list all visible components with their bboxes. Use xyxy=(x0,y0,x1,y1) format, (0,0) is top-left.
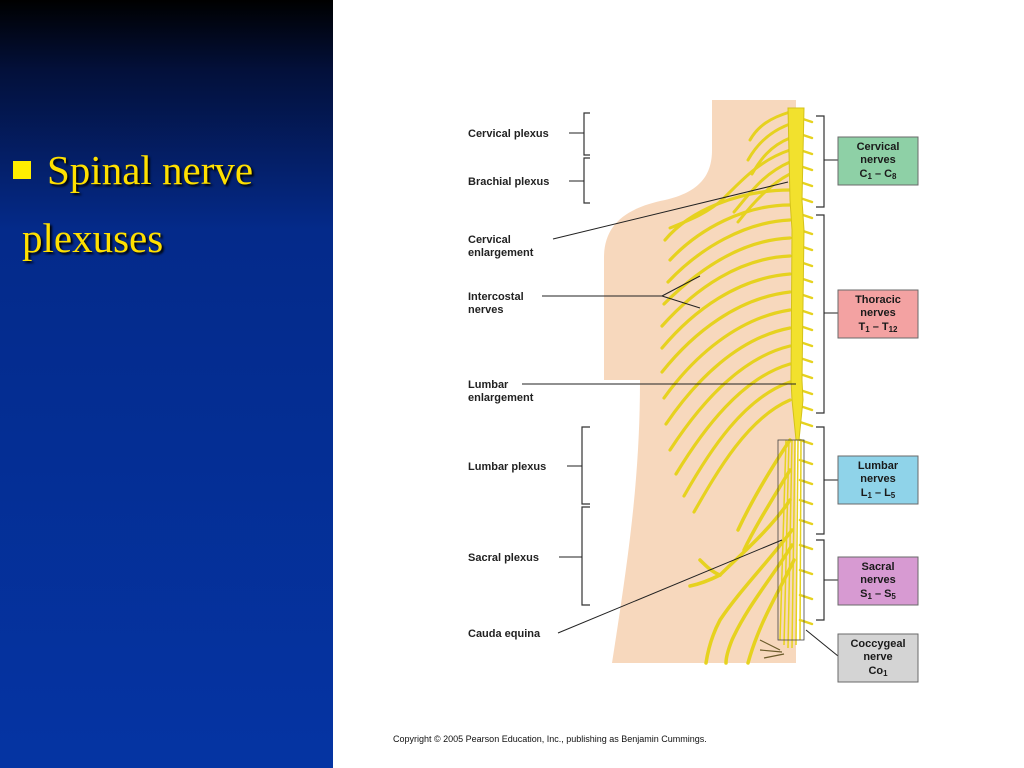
slide-title-line-1: Spinal nerve xyxy=(47,147,254,193)
box-coccygeal-line-1: Coccygeal xyxy=(850,638,905,650)
label-lumbar-enlargement-line-2: enlargement xyxy=(468,392,534,404)
box-lumbar-line-1: Lumbar xyxy=(858,460,899,472)
right-brackets xyxy=(816,115,825,621)
label-brachial-plexus: Brachial plexus xyxy=(468,176,549,188)
coccygeal-branches xyxy=(759,639,785,659)
label-lumbar-plexus: Lumbar plexus xyxy=(468,461,546,473)
box-cervical-line-2: nerves xyxy=(860,154,895,166)
slide-title-line-2: plexuses xyxy=(22,215,164,261)
label-cervical-enlargement-line-1: Cervical xyxy=(468,234,511,246)
box-coccygeal-nerve: Coccygeal nerve Co1 xyxy=(837,633,919,683)
box-thoracic-range: T1–T12 xyxy=(859,321,898,334)
cauda-equina-outline xyxy=(777,439,805,641)
box-cervical-line-1: Cervical xyxy=(857,141,900,153)
box-coccygeal-range: Co1 xyxy=(868,665,888,678)
copyright-notice: Copyright © 2005 Pearson Education, Inc.… xyxy=(393,734,707,744)
intercostal-nerve-branches xyxy=(660,188,792,514)
box-sacral-range: S1–S5 xyxy=(860,588,896,601)
label-sacral-plexus: Sacral plexus xyxy=(468,552,539,564)
box-sacral-nerves: Sacral nerves S1–S5 xyxy=(837,556,919,606)
leader-lines xyxy=(522,132,839,657)
cauda-equina-strands xyxy=(779,439,802,649)
slide-left-panel: Spinal nerve plexuses xyxy=(0,0,333,768)
label-cauda-equina: Cauda equina xyxy=(468,628,541,640)
label-intercostal-line-2: nerves xyxy=(468,304,503,316)
box-thoracic-line-1: Thoracic xyxy=(855,294,901,306)
box-coccygeal-line-2: nerve xyxy=(863,651,892,663)
box-thoracic-line-2: nerves xyxy=(860,307,895,319)
box-cervical-nerves: Cervical nerves C1–C8 xyxy=(837,136,919,186)
box-sacral-line-1: Sacral xyxy=(861,561,894,573)
box-lumbar-line-2: nerves xyxy=(860,473,895,485)
box-sacral-line-2: nerves xyxy=(860,574,895,586)
label-intercostal-line-1: Intercostal xyxy=(468,291,524,303)
box-lumbar-range: L1–L5 xyxy=(861,487,896,500)
spinal-nerve-diagram: Cervical plexus Brachial plexus Cervical… xyxy=(393,100,919,744)
left-brackets xyxy=(581,112,590,606)
box-lumbar-nerves: Lumbar nerves L1–L5 xyxy=(837,455,919,505)
box-thoracic-nerves: Thoracic nerves T1–T12 xyxy=(837,289,919,339)
label-cervical-enlargement-line-2: enlargement xyxy=(468,247,534,259)
label-cervical-plexus: Cervical plexus xyxy=(468,128,549,140)
label-lumbar-enlargement-line-1: Lumbar xyxy=(468,379,509,391)
bullet-square-icon xyxy=(13,161,31,179)
box-cervical-range: C1–C8 xyxy=(860,168,897,181)
